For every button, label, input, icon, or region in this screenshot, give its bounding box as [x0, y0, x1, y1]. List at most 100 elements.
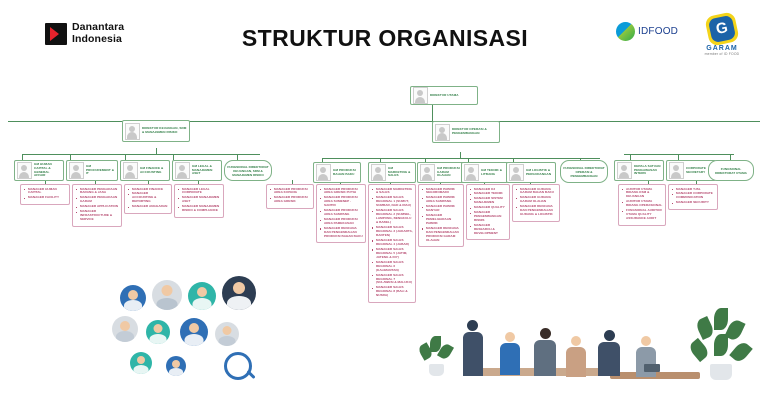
- avatar-bubble: [120, 285, 146, 311]
- list-item: MANAGER SALES REGIONAL 5 (JATIM, JATENG …: [372, 247, 413, 260]
- person-figure: [598, 330, 620, 376]
- avatar-head: [137, 355, 145, 364]
- node-fungsional-operasi[interactable]: FUNGSIONAL DIREKTORAT OPERASI & PENGEMBA…: [560, 160, 608, 183]
- person-figure: [500, 332, 520, 375]
- node-gm-teknik-litbang[interactable]: GM TEKNIK & LITBANG: [461, 162, 508, 183]
- node-gm-finance-accounting[interactable]: GM FINANCE & ACCOUNTING: [120, 160, 170, 181]
- node-gm-logistik-pergudangan[interactable]: GM LOGISTIK & PERGUDANGAN: [506, 162, 556, 183]
- avatar-icon: [435, 123, 450, 141]
- list-item: MANAGER CORPORATE COMMUNICATION: [672, 192, 715, 200]
- node-label: DIREKTUR OPERASI & PENGEMBANGAN: [452, 127, 487, 135]
- list-item: MANAGER APPLICATION: [76, 204, 119, 209]
- avatar-head: [153, 324, 163, 334]
- node-gm-human-capital[interactable]: GM HUMAN CAPITAL & GENERAL AFFAIR: [14, 160, 64, 181]
- node-gm-procurement-it[interactable]: GM PROCUREMENT & IT: [66, 160, 118, 181]
- connector-col-1: [22, 154, 23, 160]
- node-gm-legal-aset[interactable]: GM LEGAL & MANAJEMEN ASET: [172, 160, 222, 181]
- avatar-icon: [123, 162, 138, 179]
- node-label: FUNGSIONAL DIREKTORAT OPERASI & PENGEMBA…: [563, 165, 605, 178]
- node-label: DIREKTUR KEUANGAN, SDM & MANAJEMEN RISIK…: [142, 126, 187, 134]
- person-figure: [462, 320, 484, 376]
- node-label: GM PRODUKSI BAHAN BAKU: [333, 167, 356, 176]
- list-item: MANAGER PENGADAAN GARAM: [76, 195, 119, 204]
- person-body: [463, 332, 483, 376]
- list-item: MANAGER PRODUKSI AREA KUPANG: [270, 187, 311, 196]
- connector-utama-bus: [624, 154, 734, 155]
- list-item: MANAGER GUDANG GARAM OLAHAN: [516, 195, 557, 204]
- avatar-body: [192, 298, 212, 310]
- node-direktur-utama[interactable]: DIREKTUR UTAMA: [410, 86, 478, 105]
- node-label: GM PROCUREMENT & IT: [86, 163, 114, 176]
- list-item: MANAGER RENCANA DAN PENGENDALIAN PRODUKS…: [320, 226, 363, 239]
- node-label: GM FINANCE & ACCOUNTING: [140, 165, 164, 174]
- list-item: MANAGER ANGGARAN: [128, 204, 169, 209]
- avatar-head: [128, 289, 138, 300]
- list-item: MANAGER SALES REGIONAL 3 (JAKARTA, BANTE…: [372, 225, 413, 238]
- list-item: AUDITOR UTAMA BIDANG KSM & KEUANGAN: [622, 187, 663, 200]
- node-direktur-operasi[interactable]: DIREKTUR OPERASI & PENGEMBANGAN: [432, 121, 500, 143]
- avatar-icon: [509, 164, 524, 181]
- list-item: MANAGER INFRASTRUCTURE & SERVICE: [76, 209, 119, 222]
- avatar-body: [116, 331, 134, 342]
- list-item: MANAGER FINANCE: [128, 187, 169, 192]
- avatar-bubble: [222, 276, 256, 310]
- garam-mark-icon: [704, 11, 740, 47]
- avatar-head: [120, 320, 130, 331]
- list-item: MANAGER MARKETING & SALES: [372, 187, 413, 196]
- connector-col-7: [380, 158, 381, 162]
- avatar-head: [172, 359, 180, 368]
- node-corporate-secretary[interactable]: CORPORATE SECRETARY: [666, 160, 716, 181]
- avatar-icon: [420, 164, 435, 181]
- garam-logo: GARAM member of ID FOOD: [700, 11, 744, 56]
- avatar-body: [227, 296, 251, 310]
- node-gm-produksi-bahan-baku[interactable]: GM PRODUKSI BAHAN BAKU: [313, 162, 361, 183]
- list-item: MANAGER PABRIK MANYAR: [422, 204, 461, 213]
- list-item: MANAGER PENGEMBANGAN BISNIS: [470, 210, 507, 223]
- node-gm-produksi-garam-olahan[interactable]: GM PRODUKSI GARAM OLAHAN: [417, 162, 464, 183]
- plant-pot: [710, 364, 732, 380]
- plant-decoration: [687, 308, 753, 380]
- avatar-icon: [669, 162, 684, 179]
- connector-main-bus: [8, 121, 760, 122]
- node-gm-marketing-sales[interactable]: GM MARKETING & SALES: [368, 162, 416, 183]
- connector-dirut-down: [432, 104, 433, 121]
- list-item: MANAGER PRODUKSI AREA SUMENEP - SANTRI: [320, 195, 363, 208]
- garam-sublabel: member of ID FOOD: [704, 52, 740, 56]
- avatar-bubble: [215, 322, 239, 346]
- avatar-icon: [617, 162, 632, 179]
- idfood-wordmark: IDFOOD: [638, 26, 678, 37]
- bottom-illustration: [0, 276, 770, 400]
- idfood-text-light: FOOD: [648, 26, 679, 37]
- danantara-wordmark: Danantara Indonesia: [72, 21, 124, 45]
- avatar-head: [189, 323, 199, 334]
- avatar-body: [156, 298, 178, 310]
- node-label: GM LOGISTIK & PERGUDANGAN: [526, 167, 552, 176]
- node-kepala-satuan-pengawasan-intern[interactable]: KEPALA SATUAN PENGAWASAN INTERN: [614, 160, 664, 181]
- list-item: MANAGER RENCANA DAN PENGENDALIAN PRODUKS…: [422, 226, 461, 243]
- avatar-icon: [69, 162, 84, 179]
- list-item: MANAGER PRODUKSI AREA PAMEKASAN: [320, 217, 363, 226]
- avatar-head: [222, 326, 232, 336]
- avatar-bubble: [166, 356, 186, 376]
- connector-list-2: [95, 180, 96, 184]
- node-direktur-keuangan[interactable]: DIREKTUR KEUANGAN, SDM & MANAJEMEN RISIK…: [122, 120, 190, 142]
- node-fungsional-direktorat-utama[interactable]: FUNGSIONAL DIREKTORAT UTAMA: [708, 160, 754, 181]
- node-fungsional-keuangan[interactable]: FUNGSIONAL DIREKTORAT KEUANGAN, SDM & MA…: [224, 160, 272, 181]
- node-label: GM HUMAN CAPITAL & GENERAL AFFAIR: [34, 161, 52, 178]
- idfood-logo: IDFOOD: [616, 22, 678, 41]
- person-body: [500, 343, 520, 375]
- person-figure: [534, 328, 556, 376]
- node-label: FUNGSIONAL DIREKTORAT KEUANGAN, SDM & MA…: [227, 164, 269, 177]
- connector-col-3: [125, 154, 126, 160]
